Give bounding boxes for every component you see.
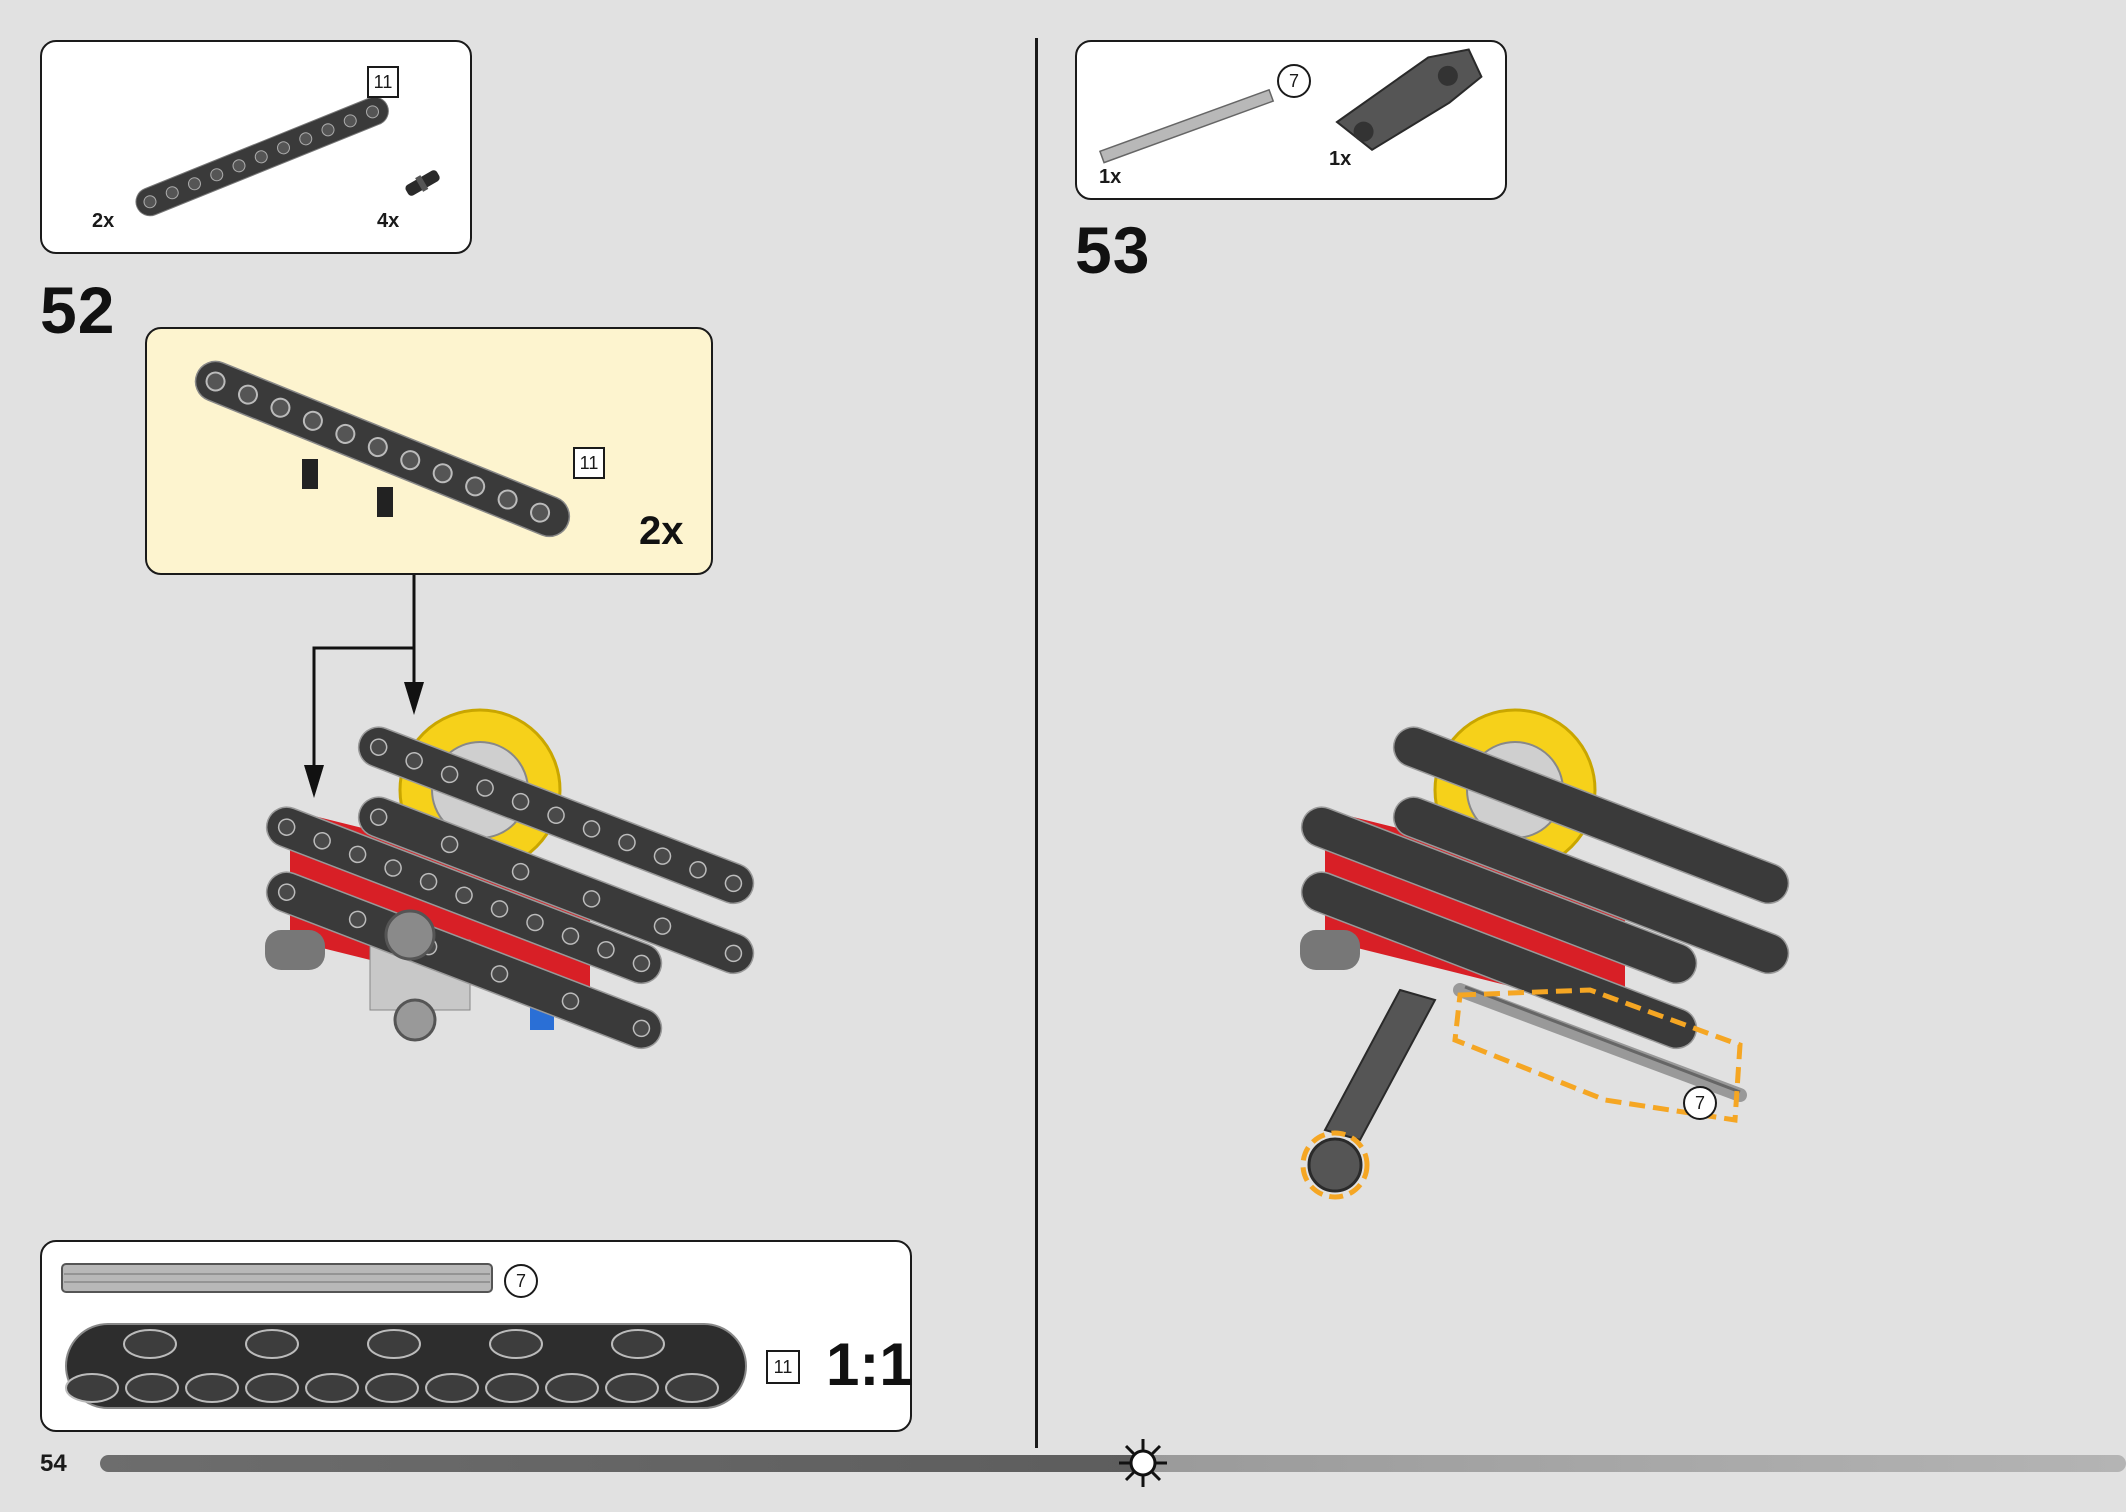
scale-ruler: 7 11 1:1 <box>40 1240 913 1432</box>
pin-icon <box>405 170 440 196</box>
multiplier: 2x <box>639 509 684 553</box>
length-indicator: 7 <box>1277 64 1311 98</box>
part-qty: 1x <box>1099 166 1122 188</box>
progress-bar-right <box>1140 1455 2126 1472</box>
gear-sun-icon <box>1119 1439 1167 1487</box>
beam-11-icon <box>65 1323 747 1409</box>
part-qty: 4x <box>377 210 400 232</box>
axle-7-icon <box>61 1263 747 1409</box>
page-number: 54 <box>40 1450 67 1477</box>
beam-subassembly-icon <box>194 360 571 538</box>
step-number: 52 <box>40 273 116 347</box>
scale-label: 1:1 <box>826 1331 913 1398</box>
part-qty: 2x <box>92 210 115 232</box>
model-step-52 <box>265 708 755 1050</box>
length-indicator: 7 <box>1683 1086 1717 1120</box>
progress-bar-left <box>100 1455 1140 1472</box>
step-number: 53 <box>1075 213 1151 287</box>
part-qty: 1x <box>1329 148 1352 170</box>
steering-arm-icon <box>1335 48 1483 152</box>
length-indicator: 11 <box>766 1350 800 1384</box>
length-indicator: 7 <box>504 1264 538 1298</box>
parts-list-step-52: 11 2x 4x <box>40 40 472 254</box>
axle-7-icon <box>1098 48 1483 164</box>
beam-11-icon <box>135 96 440 217</box>
parts-list-step-53: 7 1x 1x <box>1075 40 1507 200</box>
model-step-53 <box>1300 708 1790 1200</box>
page-divider <box>1035 38 1038 1448</box>
length-indicator: 11 <box>367 66 399 98</box>
length-indicator: 11 <box>573 447 605 479</box>
subassembly-callout: 11 2x <box>145 327 713 575</box>
